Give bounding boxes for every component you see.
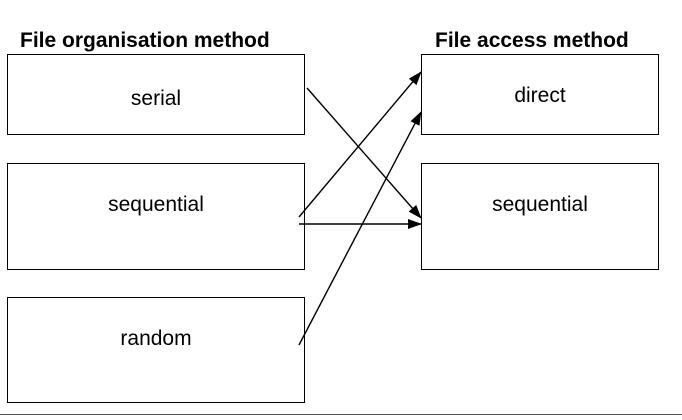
organisation-box-serial: serial	[7, 54, 305, 135]
arrow-serial-to-sequential	[306, 87, 422, 219]
organisation-box-random: random	[7, 297, 305, 403]
access-box-direct: direct	[421, 54, 659, 135]
organisation-label-random: random	[120, 327, 192, 350]
organisation-box-sequential: sequential	[7, 163, 305, 270]
access-box-sequential: sequential	[421, 163, 659, 270]
organisation-label-sequential: sequential	[108, 193, 204, 216]
organisation-label-serial: serial	[130, 87, 182, 110]
bottom-divider	[0, 414, 682, 415]
access-heading: File access method	[435, 29, 629, 52]
access-label-direct: direct	[514, 84, 566, 107]
arrow-random-to-direct	[298, 111, 422, 346]
arrow-sequential-to-direct	[298, 71, 422, 218]
organisation-heading: File organisation method	[20, 29, 270, 52]
access-label-sequential: sequential	[492, 193, 588, 216]
